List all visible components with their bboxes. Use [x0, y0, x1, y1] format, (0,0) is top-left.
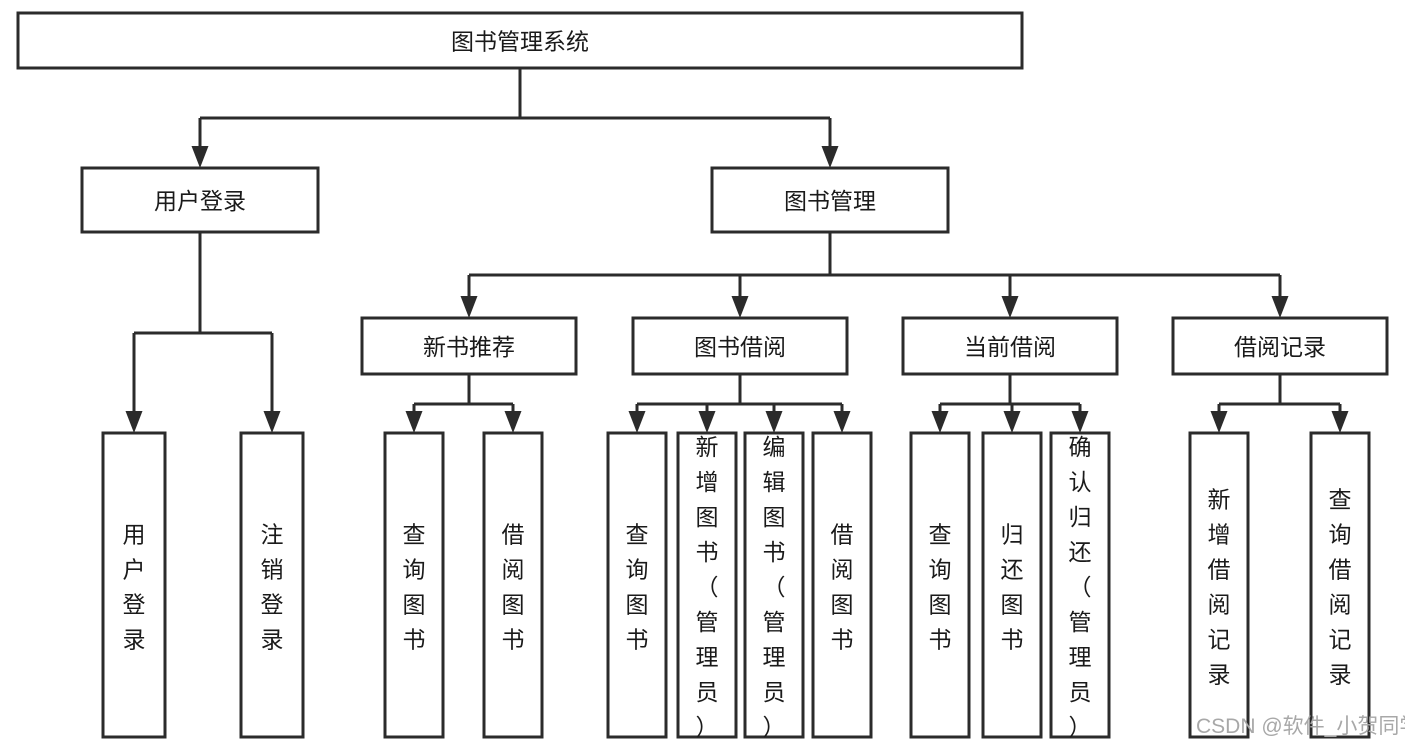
- node-label: 借阅记录: [1234, 334, 1326, 360]
- node-l-user-login[interactable]: 用户登录: [101, 431, 167, 739]
- node-l-cb-confirm[interactable]: 确认归还（管理员）: [1049, 431, 1111, 740]
- node-n-new-book[interactable]: 新书推荐: [360, 316, 578, 376]
- node-box[interactable]: [631, 316, 849, 376]
- arrow-head-icon: [731, 296, 749, 318]
- node-n-current[interactable]: 当前借阅: [901, 316, 1119, 376]
- node-label: 确认归还（管理员）: [1069, 434, 1092, 740]
- arrow-head-icon: [263, 411, 281, 433]
- node-box[interactable]: [1171, 316, 1389, 376]
- arrow-head-icon: [125, 411, 143, 433]
- edge-group: [628, 374, 851, 433]
- node-label: 当前借阅: [964, 334, 1056, 360]
- arrow-head-icon: [821, 146, 839, 168]
- arrow-head-icon: [1210, 411, 1228, 433]
- node-label: 查询借阅记录: [1329, 486, 1352, 687]
- nodes-layer: 图书管理系统用户登录图书管理新书推荐图书借阅当前借阅借阅记录用户登录注销登录查询…: [16, 11, 1389, 740]
- edge-group: [1210, 374, 1349, 433]
- node-label: 图书管理: [784, 188, 876, 214]
- node-box[interactable]: [909, 431, 971, 739]
- node-label: 查询图书: [626, 521, 649, 652]
- node-label: 编辑图书（管理员）: [763, 434, 786, 740]
- arrow-head-icon: [698, 411, 716, 433]
- node-l-nb-query[interactable]: 查询图书: [383, 431, 445, 739]
- node-label: 查询图书: [929, 521, 952, 652]
- node-box[interactable]: [981, 431, 1043, 739]
- node-label: 图书管理系统: [451, 29, 589, 55]
- node-box[interactable]: [360, 316, 578, 376]
- node-label: 用户登录: [123, 521, 146, 652]
- arrow-head-icon: [1003, 411, 1021, 433]
- arrow-head-icon: [1001, 296, 1019, 318]
- node-n-user-login[interactable]: 用户登录: [80, 166, 320, 234]
- node-label: 新增借阅记录: [1208, 486, 1231, 687]
- connector-lines-layer: [125, 68, 1349, 433]
- node-l-nb-borrow[interactable]: 借阅图书: [482, 431, 544, 739]
- arrow-head-icon: [833, 411, 851, 433]
- node-label: 新书推荐: [423, 334, 515, 360]
- node-l-rc-query[interactable]: 查询借阅记录: [1309, 431, 1371, 739]
- edge-group: [931, 374, 1089, 433]
- arrow-head-icon: [1071, 411, 1089, 433]
- node-n-book-mgmt[interactable]: 图书管理: [710, 166, 950, 234]
- node-box[interactable]: [482, 431, 544, 739]
- node-label: 归还图书: [1001, 521, 1024, 652]
- node-l-cb-query[interactable]: 查询图书: [909, 431, 971, 739]
- arrow-head-icon: [931, 411, 949, 433]
- node-l-bb-add[interactable]: 新增图书（管理员）: [676, 431, 738, 740]
- edge-group: [460, 232, 1289, 318]
- edge-group: [125, 232, 281, 433]
- arrow-head-icon: [1271, 296, 1289, 318]
- node-l-bb-edit[interactable]: 编辑图书（管理员）: [743, 431, 805, 740]
- node-box[interactable]: [101, 431, 167, 739]
- arrow-head-icon: [191, 146, 209, 168]
- node-box[interactable]: [811, 431, 873, 739]
- arrow-head-icon: [460, 296, 478, 318]
- node-box[interactable]: [1188, 431, 1250, 739]
- arrow-head-icon: [628, 411, 646, 433]
- node-label: 用户登录: [154, 188, 246, 214]
- node-l-bb-borrow[interactable]: 借阅图书: [811, 431, 873, 739]
- node-label: 借阅图书: [502, 521, 525, 652]
- csdn-watermark: CSDN @软件_小贺同学: [1196, 715, 1405, 738]
- node-l-cb-return[interactable]: 归还图书: [981, 431, 1043, 739]
- node-box[interactable]: [80, 166, 320, 234]
- node-root[interactable]: 图书管理系统: [16, 11, 1024, 70]
- node-box[interactable]: [383, 431, 445, 739]
- node-box[interactable]: [1309, 431, 1371, 739]
- node-label: 借阅图书: [831, 521, 854, 652]
- node-label: 查询图书: [403, 521, 426, 652]
- node-label: 新增图书（管理员）: [696, 434, 719, 740]
- node-l-bb-query[interactable]: 查询图书: [606, 431, 668, 739]
- arrow-head-icon: [504, 411, 522, 433]
- node-box[interactable]: [676, 431, 738, 739]
- node-box[interactable]: [239, 431, 305, 739]
- edge-group: [405, 374, 522, 433]
- node-l-user-logout[interactable]: 注销登录: [239, 431, 305, 739]
- arrow-head-icon: [1331, 411, 1349, 433]
- node-box[interactable]: [901, 316, 1119, 376]
- arrow-head-icon: [765, 411, 783, 433]
- node-l-rc-add[interactable]: 新增借阅记录: [1188, 431, 1250, 739]
- node-box[interactable]: [710, 166, 950, 234]
- node-label: 注销登录: [261, 521, 284, 652]
- node-label: 图书借阅: [694, 334, 786, 360]
- arrow-head-icon: [405, 411, 423, 433]
- node-box[interactable]: [606, 431, 668, 739]
- node-box[interactable]: [1049, 431, 1111, 739]
- node-box[interactable]: [16, 11, 1024, 70]
- node-n-borrow[interactable]: 图书借阅: [631, 316, 849, 376]
- edge-group: [191, 68, 839, 168]
- node-n-record[interactable]: 借阅记录: [1171, 316, 1389, 376]
- node-box[interactable]: [743, 431, 805, 739]
